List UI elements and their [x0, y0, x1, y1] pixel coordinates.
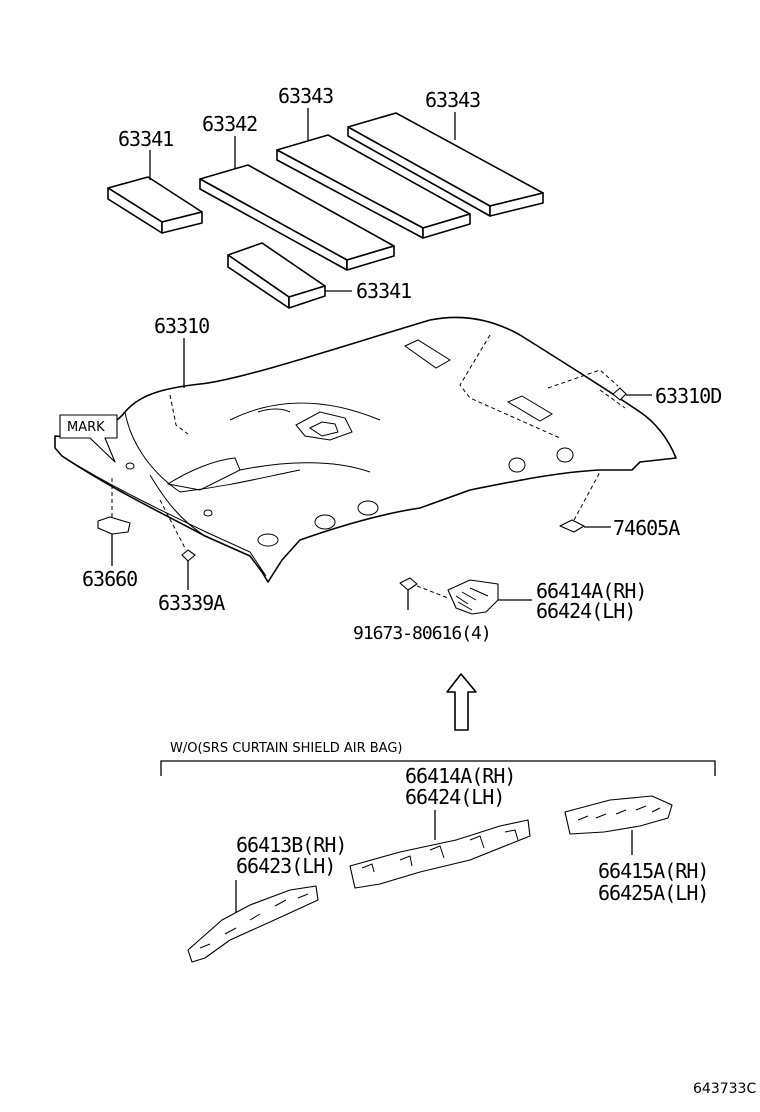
label-63343-left: 63343: [278, 84, 333, 108]
bracket-66413b-left[interactable]: [187, 885, 319, 963]
clip-63310d[interactable]: [612, 387, 652, 401]
mark-label: MARK: [67, 420, 105, 435]
headliner-63310[interactable]: [54, 316, 677, 583]
label-66424-lh-top: 66424(LH): [536, 599, 635, 623]
bracket-66414a-mid[interactable]: [349, 819, 531, 889]
bracket-66414a-upper[interactable]: [447, 579, 532, 615]
pad-63341-bottom[interactable]: [227, 242, 326, 309]
group-bracket: [160, 760, 716, 776]
label-63342: 63342: [202, 112, 257, 136]
mark-callout: MARK: [59, 414, 118, 463]
variant-note: W/O(SRS CURTAIN SHIELD AIR BAG): [170, 741, 402, 756]
label-66425a-lh: 66425A(LH): [598, 881, 708, 905]
label-91673: 91673-80616(4): [353, 623, 491, 644]
holder-63660[interactable]: [97, 478, 131, 566]
label-63310d: 63310D: [655, 384, 721, 408]
label-66423-lh: 66423(LH): [236, 854, 335, 878]
label-63339a: 63339A: [158, 591, 225, 615]
label-66413b-rh: 66413B(RH): [236, 833, 346, 857]
label-63660: 63660: [82, 567, 137, 591]
label-66414a-rh-top: 66414A(RH): [536, 579, 646, 603]
pad-63342[interactable]: [199, 164, 395, 271]
label-66414a-rh-mid: 66414A(RH): [405, 764, 515, 788]
diagram-code: 643733C: [693, 1081, 756, 1097]
label-66424-lh-mid: 66424(LH): [405, 785, 504, 809]
pad-63343-left[interactable]: [276, 134, 471, 239]
clip-63339a[interactable]: [159, 499, 196, 590]
bolt-91673[interactable]: [399, 577, 449, 610]
label-66415a-rh: 66415A(RH): [598, 859, 708, 883]
label-63343-right: 63343: [425, 88, 480, 112]
pad-63341-top[interactable]: [107, 176, 203, 234]
label-74605a: 74605A: [613, 516, 680, 540]
label-63341-bottom: 63341: [356, 279, 411, 303]
bracket-66415a-right[interactable]: [564, 795, 673, 835]
label-63310: 63310: [154, 314, 209, 338]
pad-63343-right[interactable]: [347, 112, 544, 217]
clip-74605a[interactable]: [559, 471, 611, 533]
up-arrow-icon: [446, 673, 477, 731]
label-63341-top: 63341: [118, 127, 173, 151]
